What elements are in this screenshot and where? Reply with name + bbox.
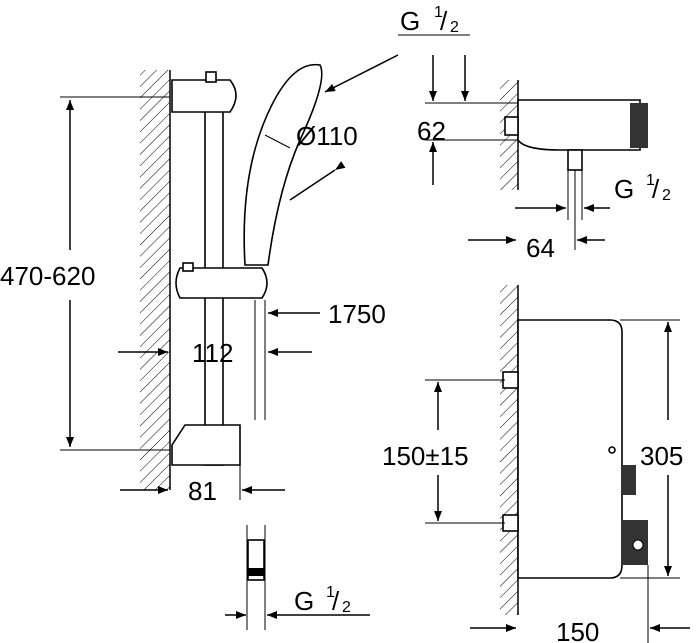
outlet-height-label: 62 <box>417 116 446 146</box>
bottom-bracket <box>171 424 241 466</box>
thermostat-body <box>517 319 623 579</box>
handle-knurl <box>630 103 648 148</box>
hose-length-label: 1750 <box>328 299 386 329</box>
svg-text:G: G <box>400 6 420 36</box>
svg-text:2: 2 <box>450 19 459 36</box>
shower-rail-view: 470-620 1750 112 81 Ø110 G 1 / 2 <box>0 4 470 630</box>
bracket-depth-label: 81 <box>188 476 217 506</box>
thermostat-height-label: 305 <box>640 441 683 471</box>
svg-text:/: / <box>440 6 448 36</box>
outlet-projection-label: 64 <box>526 233 555 263</box>
shower-diameter-label: Ø110 <box>296 121 358 151</box>
outlet-thread-label: G 1 / 2 <box>614 172 671 204</box>
svg-text:/: / <box>332 586 340 616</box>
thermostat-front-view: 150±15 305 150 <box>382 285 690 643</box>
svg-text:2: 2 <box>342 599 351 616</box>
svg-text:1: 1 <box>434 4 443 21</box>
hose-thread-label: G 1 / 2 <box>294 584 351 616</box>
svg-text:1: 1 <box>326 584 335 601</box>
slider <box>175 267 268 299</box>
thermostat-side-view: 62 64 G 1 / 2 <box>417 55 671 263</box>
svg-text:/: / <box>652 174 660 204</box>
rail-height-label: 470-620 <box>0 261 95 291</box>
svg-text:G: G <box>614 174 634 204</box>
inlet-spacing-label: 150±15 <box>382 441 469 471</box>
top-bracket <box>171 79 237 113</box>
svg-text:G: G <box>294 586 314 616</box>
rail-depth-label: 112 <box>192 338 233 368</box>
svg-text:1: 1 <box>646 172 655 189</box>
hand-shower-thread-label: G 1 / 2 <box>400 4 459 36</box>
outlet <box>567 149 583 171</box>
thermostat-depth-label: 150 <box>556 617 599 643</box>
wall-hatch <box>140 70 170 490</box>
svg-text:2: 2 <box>662 187 671 204</box>
thermostat-body-side <box>517 99 641 151</box>
hand-shower <box>243 63 323 266</box>
